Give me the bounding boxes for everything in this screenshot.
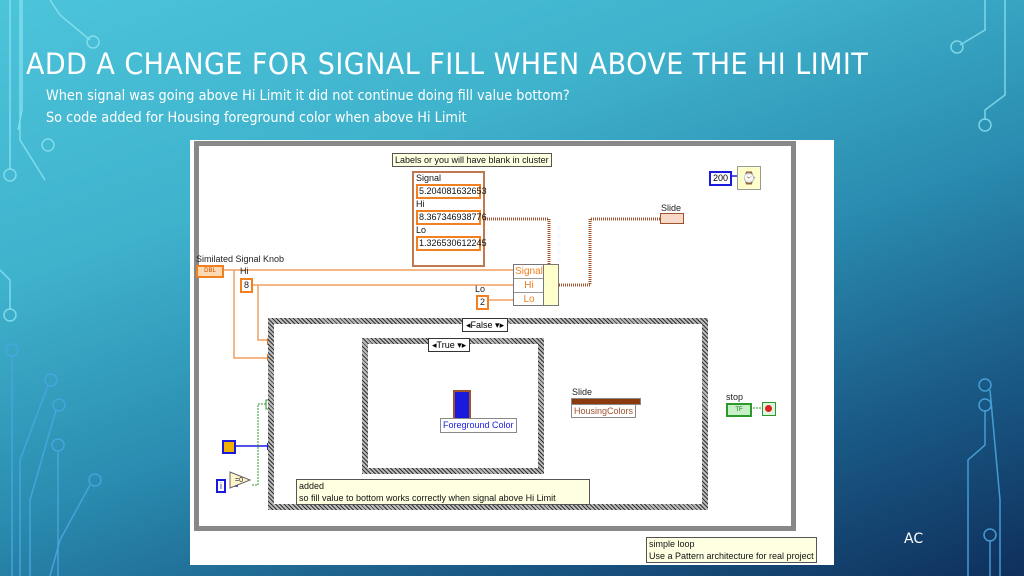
- outer-case-value: False: [470, 320, 493, 330]
- stop-label: stop: [726, 392, 744, 402]
- slide-title: ADD A CHANGE FOR SIGNAL FILL WHEN ABOVE …: [26, 47, 869, 81]
- knob-label: Similated Signal Knob: [196, 254, 285, 264]
- loop-note-line-2: Use a Pattern architecture for real proj…: [649, 551, 814, 561]
- lo-constant[interactable]: 2: [476, 295, 490, 310]
- footer-initials: AC: [904, 531, 924, 547]
- bundle-node-icon: [543, 265, 558, 305]
- cluster-lo-value[interactable]: 1.326530612245: [416, 236, 487, 251]
- slide-property-label: Slide: [572, 387, 593, 397]
- cluster-signal-value[interactable]: 5.204081632653: [416, 184, 487, 199]
- loop-note: simple loop Use a Pattern architecture f…: [646, 537, 817, 563]
- block-diagram: Labels or you will have blank in cluster…: [190, 140, 834, 565]
- wait-constant[interactable]: 200: [709, 171, 733, 186]
- bundle-lo: Lo: [523, 294, 535, 305]
- outer-case-selector[interactable]: ◂False ▾▸: [462, 318, 509, 332]
- housing-colors-property[interactable]: HousingColors: [571, 404, 637, 418]
- added-note-line-1: added: [299, 481, 325, 491]
- color-constant[interactable]: [222, 440, 236, 454]
- inner-case-value: True: [436, 340, 455, 350]
- inner-case-selector[interactable]: ◂True ▾▸: [428, 338, 471, 352]
- added-note-line-2: so fill value to bottom works correctly …: [299, 493, 556, 503]
- knob-terminal[interactable]: DBL: [196, 265, 224, 278]
- iteration-terminal: i: [216, 479, 226, 493]
- cluster-hi-value[interactable]: 8.367346938776: [416, 210, 487, 225]
- equal-zero-node: =0: [235, 477, 243, 484]
- bundle-signal: Signal: [514, 266, 544, 279]
- hi-label: Hi: [240, 266, 249, 276]
- slide-terminal-label: Slide: [661, 203, 682, 213]
- bundle-hi: Hi: [514, 279, 544, 293]
- lo-label: Lo: [475, 284, 486, 294]
- labels-note: Labels or you will have blank in cluster: [392, 153, 552, 167]
- foreground-color-property[interactable]: Foreground Color: [440, 418, 517, 433]
- cluster-lo-label: Lo: [416, 225, 427, 235]
- cluster-indicator: Signal 5.204081632653 Hi 8.367346938776 …: [412, 171, 487, 267]
- cluster-hi-label: Hi: [416, 199, 425, 209]
- added-note: added so fill value to bottom works corr…: [296, 479, 590, 505]
- subtitle-line-1: When signal was going above Hi Limit it …: [46, 88, 570, 104]
- while-loop: [194, 141, 796, 531]
- loop-condition: [762, 402, 776, 416]
- bundle-by-name: Signal Hi Lo: [513, 264, 559, 306]
- subtitle-line-2: So code added for Housing foreground col…: [46, 110, 467, 126]
- slide-terminal[interactable]: [660, 213, 684, 224]
- loop-note-line-1: simple loop: [649, 539, 695, 549]
- color-box-constant[interactable]: [453, 390, 471, 420]
- hi-constant[interactable]: 8: [240, 278, 254, 293]
- cluster-signal-label: Signal: [416, 173, 442, 183]
- wait-ms-icon: ⌚: [737, 166, 761, 190]
- stop-terminal[interactable]: TF: [726, 403, 752, 417]
